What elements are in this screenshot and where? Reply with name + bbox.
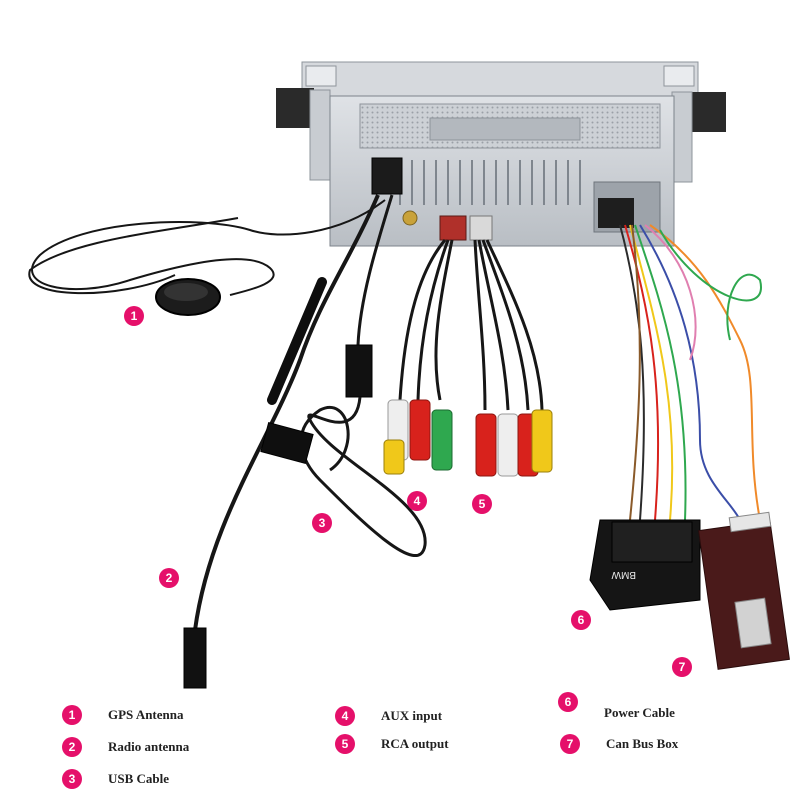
legend-label: RCA output bbox=[381, 736, 449, 751]
callout-aux-input: 4 bbox=[407, 491, 427, 511]
can-bus-box-icon bbox=[698, 511, 790, 670]
radio-antenna-icon bbox=[183, 194, 380, 689]
legend-label: Radio antenna bbox=[108, 739, 190, 754]
legend-item-rca-output: 5 RCA output bbox=[335, 734, 449, 754]
aux-input-icon bbox=[383, 239, 454, 475]
power-cable-icon: BMW bbox=[589, 224, 762, 611]
legend-item-gps-antenna: 1 GPS Antenna bbox=[62, 705, 184, 725]
legend-badge: 3 bbox=[62, 769, 82, 789]
callout-rca-output: 5 bbox=[472, 494, 492, 514]
head-unit bbox=[276, 61, 726, 247]
gps-antenna-icon bbox=[28, 199, 386, 316]
callout-usb-cable: 3 bbox=[312, 513, 332, 533]
rca-output-icon bbox=[473, 239, 553, 477]
legend-badge: 2 bbox=[62, 737, 82, 757]
legend-badge: 5 bbox=[335, 734, 355, 754]
callout-can-bus-box: 7 bbox=[672, 657, 692, 677]
legend-label: Power Cable bbox=[604, 705, 675, 720]
legend-badge: 7 bbox=[560, 734, 580, 754]
legend-item-can-bus-box: 7 Can Bus Box bbox=[560, 734, 678, 754]
legend-label: USB Cable bbox=[108, 771, 170, 786]
legend-badge: 1 bbox=[62, 705, 82, 725]
callout-power-cable: 6 bbox=[571, 610, 591, 630]
legend-label: GPS Antenna bbox=[108, 707, 184, 722]
connector-brand-label: BMW bbox=[611, 569, 636, 580]
legend-item-power-cable: 6 Power Cable bbox=[558, 692, 675, 720]
legend-label: Can Bus Box bbox=[606, 736, 679, 751]
legend-item-usb-cable: 3 USB Cable bbox=[62, 769, 169, 789]
legend-badge: 4 bbox=[335, 706, 355, 726]
legend-badge: 6 bbox=[558, 692, 578, 712]
legend-label: AUX input bbox=[381, 708, 443, 723]
callout-radio-antenna: 2 bbox=[159, 568, 179, 588]
legend-item-radio-antenna: 2 Radio antenna bbox=[62, 737, 189, 757]
callout-gps-antenna: 1 bbox=[124, 306, 144, 326]
legend-item-aux-input: 4 AUX input bbox=[335, 706, 442, 726]
usb-cable-icon bbox=[260, 194, 427, 558]
